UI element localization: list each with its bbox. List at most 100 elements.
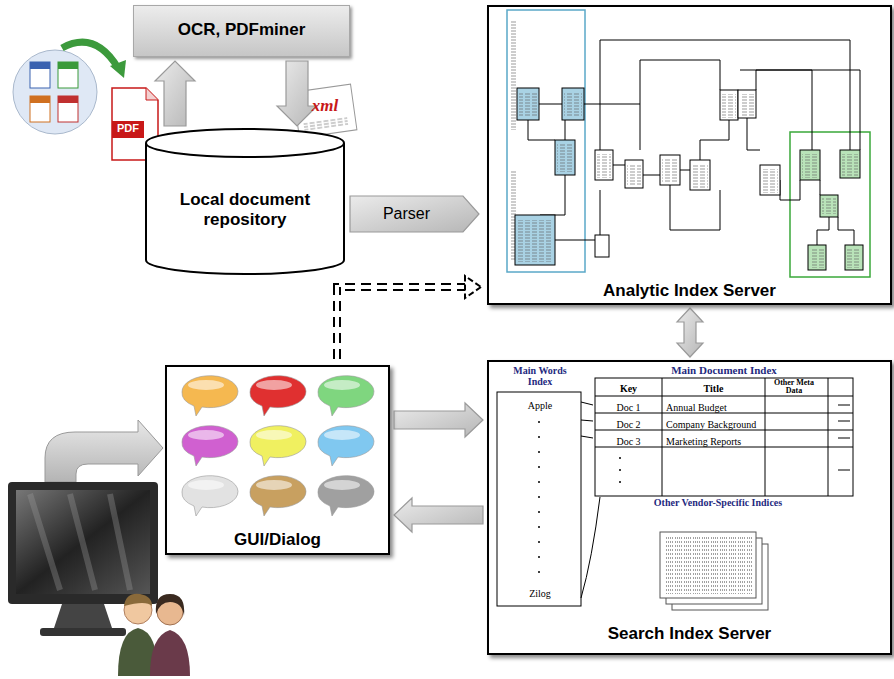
drawing-part [124, 594, 152, 606]
dashed-line [337, 287, 465, 359]
drawing-part [13, 50, 97, 134]
schema-illustration [507, 10, 870, 277]
bubble-highlight [188, 380, 224, 390]
drawing-part [738, 90, 756, 118]
vendor-indices: Other Vendor-Specific Indices [652, 498, 784, 614]
node-text: Zilog [497, 588, 583, 600]
speech-bubble [182, 426, 238, 466]
drawing-part [538, 421, 540, 423]
drawing-part [820, 195, 838, 217]
speech-bubble [182, 476, 238, 516]
drawing-part [62, 42, 118, 68]
node-text: Doc 1 [595, 402, 662, 414]
drawing-part [146, 88, 158, 100]
drawing-part [507, 10, 585, 272]
drawing-part [845, 245, 863, 270]
block-arrow [394, 403, 483, 437]
speech-bubble [250, 426, 306, 466]
drawing-part [660, 155, 680, 185]
node-text: Doc 3 [595, 436, 662, 448]
block-arrow [277, 61, 317, 126]
drawing-part [528, 40, 860, 245]
drawing-part [557, 144, 573, 172]
connector [394, 403, 483, 437]
node-text: Title [662, 383, 765, 395]
block-arrow [350, 196, 479, 232]
drawing-part [564, 92, 582, 117]
drawing-part [30, 96, 50, 103]
node-text: Main Words Index [510, 366, 570, 387]
drawing-group [595, 90, 780, 257]
gui-box: GUI/Dialog [165, 365, 390, 555]
drawing-part [538, 511, 540, 513]
node-text: Main Document Index [595, 364, 853, 377]
server-box: Analytic Index Server [487, 5, 892, 305]
drawing-part [660, 532, 756, 598]
node-text: Other Vendor-Specific Indices [652, 498, 784, 509]
speech-bubble [318, 476, 374, 516]
bubble-highlight [324, 480, 360, 490]
drawing-part [842, 154, 858, 176]
drawing-part [518, 220, 552, 262]
drawing-part [619, 469, 621, 471]
drawing-part [538, 436, 540, 438]
drawing-part [30, 62, 50, 88]
block-arrow [394, 498, 483, 532]
speech-bubble [318, 426, 374, 466]
drawing-part [30, 494, 130, 590]
bubble-highlight [188, 480, 224, 490]
node-text: GUI/Dialog [167, 530, 388, 550]
bubble-highlight [324, 430, 360, 440]
connector [350, 196, 479, 232]
drawing-part [110, 60, 126, 78]
block-arrow [155, 61, 195, 126]
drawing-group [515, 88, 584, 265]
drawing-part [40, 628, 126, 636]
bubble-highlight [324, 380, 360, 390]
drawing-part [808, 245, 826, 270]
words-index: Main Words IndexAppleZilog [497, 366, 583, 608]
drawing-part [58, 62, 78, 69]
speech-bubble [182, 376, 238, 416]
drawing-part [538, 496, 540, 498]
drawing-part [45, 420, 163, 482]
drawing-part [690, 160, 710, 190]
drawing-part [8, 482, 158, 604]
cylinder-body [146, 129, 344, 274]
drawing-part [625, 160, 643, 188]
node-text: Apple [497, 400, 583, 412]
drawing-part [847, 248, 861, 268]
document-icons [13, 42, 158, 160]
drawing-part [722, 94, 736, 118]
drawing-part [497, 392, 581, 606]
drawing-part [822, 198, 836, 214]
speech-bubble [318, 376, 374, 416]
connector [394, 498, 483, 532]
drawing-part [538, 451, 540, 453]
connector [155, 61, 195, 126]
drawing-part [555, 140, 575, 175]
drawing-part [619, 481, 621, 483]
drawing-part [595, 235, 609, 257]
drawing-part [595, 378, 853, 496]
drawing-group [660, 532, 768, 610]
drawing-part [16, 490, 150, 594]
drawing-part [760, 165, 780, 195]
connector [337, 276, 481, 359]
bubble-highlight [256, 380, 292, 390]
speech-bubbles [182, 376, 374, 516]
xml-tag: xml [297, 96, 353, 116]
node-text: Marketing Reports [666, 436, 765, 448]
drawing-part [662, 159, 678, 183]
drawing-part [762, 169, 778, 193]
drawing-part [54, 604, 112, 628]
computer-users [8, 420, 190, 676]
drawing-part [562, 88, 584, 120]
drawing-part [840, 150, 860, 178]
drawing-part [790, 132, 870, 277]
drawing-part [692, 164, 708, 188]
drawing-part [30, 62, 50, 69]
drawing-part [30, 96, 50, 122]
node-text: Doc 2 [595, 419, 662, 431]
node-text: Other Meta Data [770, 379, 818, 395]
